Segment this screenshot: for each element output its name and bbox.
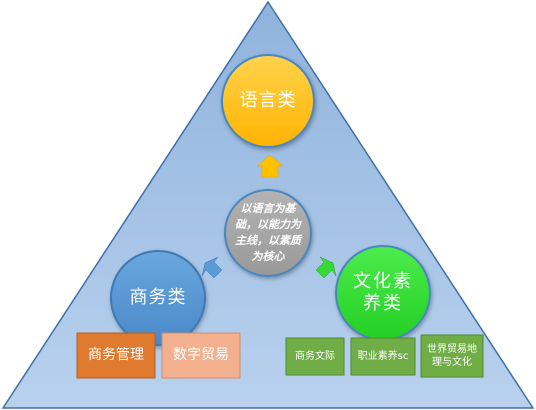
- culture-label: 文化素养类: [353, 270, 413, 315]
- business-item-1: 商务管理: [88, 347, 144, 364]
- culture-item-3: 世界贸易地理与文化: [427, 344, 477, 368]
- business-label: 商务类: [129, 286, 187, 308]
- language-label: 语言类: [239, 89, 297, 111]
- center-circle: [224, 189, 312, 277]
- arrow-left-down-icon: [201, 256, 223, 279]
- arrow-up-icon: [256, 154, 284, 178]
- language-circle: [221, 54, 315, 148]
- arrow-right-down-icon: [315, 256, 337, 279]
- culture-item-1: 商务文际: [295, 351, 335, 362]
- culture-item-2: 职业素养sc: [357, 351, 409, 362]
- business-box-1: [76, 332, 156, 379]
- business-circle: [110, 250, 206, 346]
- culture-box-3: [420, 334, 484, 378]
- culture-box-2: [350, 337, 416, 376]
- center-philosophy-text: 以语言为基础，以能力为主线，以素质为核心: [235, 202, 301, 263]
- culture-box-1: [285, 337, 345, 376]
- business-item-2: 数字贸易: [173, 347, 229, 364]
- business-box-2: [161, 332, 241, 379]
